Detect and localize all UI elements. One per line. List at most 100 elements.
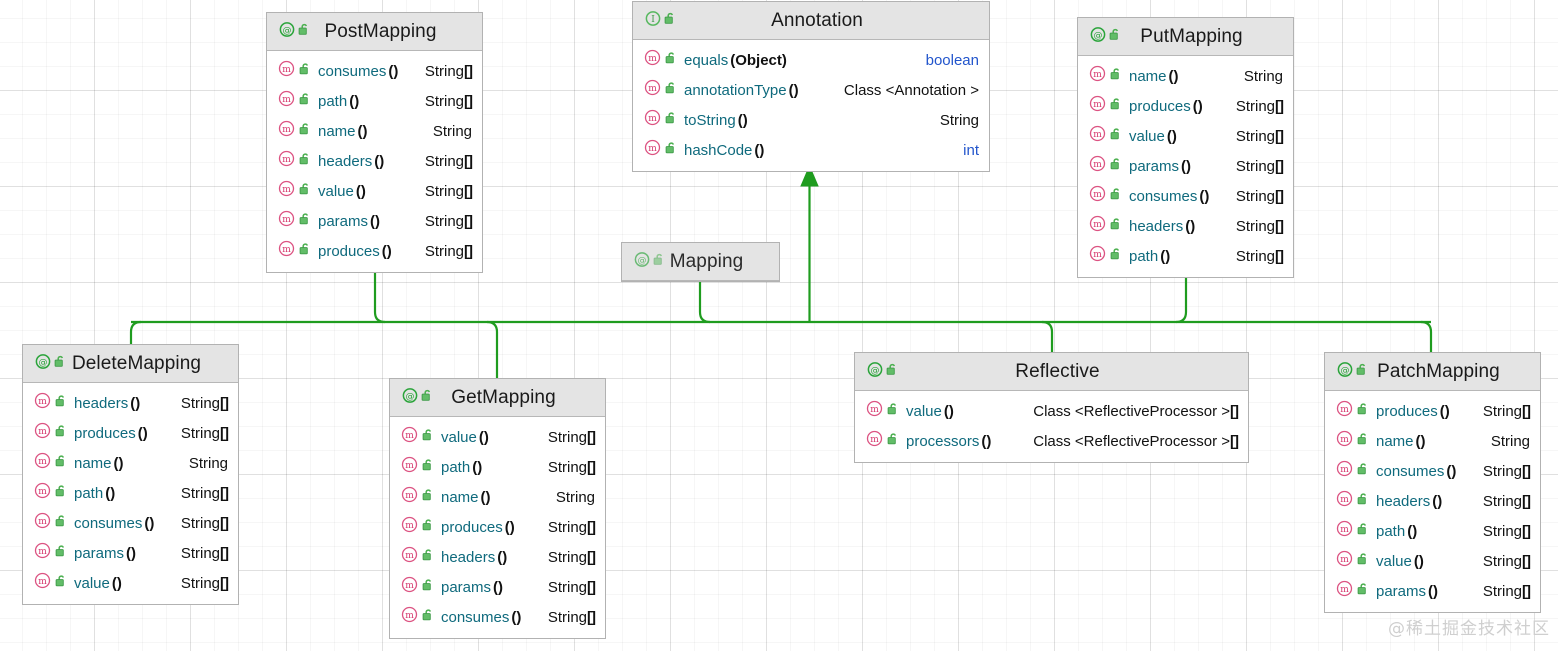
svg-text:@: @ — [406, 392, 415, 402]
array-brackets: [] — [220, 424, 229, 442]
uml-class-post-mapping[interactable]: @ PostMapping m consumes () String[] m — [266, 12, 483, 273]
uml-class-title: PostMapping — [324, 20, 437, 42]
uml-member-row[interactable]: m headers () String[] — [390, 542, 605, 572]
unlocked-public-icon — [299, 152, 311, 171]
uml-member-row[interactable]: m value () String[] — [23, 568, 238, 598]
uml-member-row[interactable]: m consumes () String[] — [1078, 181, 1293, 211]
unlocked-public-icon — [55, 514, 67, 533]
uml-class-header-reflective[interactable]: @ Reflective — [855, 353, 1248, 391]
uml-class-get-mapping[interactable]: @ GetMapping m value () String[] m — [389, 378, 606, 639]
svg-text:m: m — [648, 114, 657, 124]
uml-class-reflective[interactable]: @ Reflective m value () Class <Reflectiv… — [854, 352, 1249, 463]
member-return-type: String[] — [1482, 552, 1531, 570]
member-name: value — [441, 428, 477, 446]
svg-text:m: m — [38, 397, 47, 407]
uml-member-list-post-mapping: m consumes () String[] m path () String[… — [267, 51, 482, 272]
uml-member-row[interactable]: m params () String[] — [390, 572, 605, 602]
uml-member-row[interactable]: m params () String[] — [1325, 576, 1540, 606]
svg-text:m: m — [282, 125, 291, 135]
method-icon: m — [644, 139, 661, 161]
svg-text:m: m — [1340, 495, 1349, 505]
uml-member-row[interactable]: m params () String[] — [23, 538, 238, 568]
uml-member-row[interactable]: m path () String[] — [267, 86, 482, 116]
uml-class-patch-mapping[interactable]: @ PatchMapping m produces () String[] m — [1324, 352, 1541, 613]
uml-member-row[interactable]: m value () String[] — [267, 176, 482, 206]
uml-member-row[interactable]: m path () String[] — [390, 452, 605, 482]
uml-class-title: Reflective — [1015, 360, 1100, 382]
member-name: annotationType — [684, 81, 787, 99]
member-icon-group: m — [278, 210, 311, 232]
uml-member-row[interactable]: m path () String[] — [23, 478, 238, 508]
uml-member-row[interactable]: m equals (Object) boolean — [633, 45, 989, 75]
uml-member-row[interactable]: m value () String[] — [390, 422, 605, 452]
uml-member-list-get-mapping: m value () String[] m path () String[] — [390, 417, 605, 638]
member-icon-group: m — [1089, 155, 1122, 177]
uml-member-row[interactable]: m consumes () String[] — [267, 56, 482, 86]
uml-member-row[interactable]: m name () String — [1325, 426, 1540, 456]
unlocked-public-icon — [298, 22, 310, 41]
uml-member-row[interactable]: m value () String[] — [1078, 121, 1293, 151]
uml-member-row[interactable]: m params () String[] — [267, 206, 482, 236]
method-icon: m — [644, 79, 661, 101]
uml-member-list-annotation: m equals (Object) boolean m annotationTy… — [633, 40, 989, 171]
uml-member-row[interactable]: m path () String[] — [1325, 516, 1540, 546]
member-name: value — [906, 402, 942, 420]
unlocked-public-icon — [422, 518, 434, 537]
uml-member-row[interactable]: m value () String[] — [1325, 546, 1540, 576]
member-params: () — [472, 458, 483, 476]
header-icon-group: @ — [35, 353, 66, 374]
uml-member-row[interactable]: m name () String — [267, 116, 482, 146]
svg-text:@: @ — [1094, 31, 1103, 41]
uml-member-row[interactable]: m value () Class <ReflectiveProcessor >[… — [855, 396, 1248, 426]
uml-member-row[interactable]: m consumes () String[] — [23, 508, 238, 538]
uml-class-delete-mapping[interactable]: @ DeleteMapping m headers () String[] m — [22, 344, 239, 605]
svg-text:m: m — [870, 405, 879, 415]
uml-member-row[interactable]: m consumes () String[] — [390, 602, 605, 632]
svg-text:m: m — [1093, 250, 1102, 260]
uml-member-row[interactable]: m produces () String[] — [23, 418, 238, 448]
uml-member-row[interactable]: m processors () Class <ReflectiveProcess… — [855, 426, 1248, 456]
uml-class-header-get-mapping[interactable]: @ GetMapping — [390, 379, 605, 417]
uml-member-row[interactable]: m annotationType () Class <Annotation > — [633, 75, 989, 105]
unlocked-public-icon — [422, 548, 434, 567]
uml-member-row[interactable]: m produces () String[] — [1078, 91, 1293, 121]
uml-member-row[interactable]: m headers () String[] — [267, 146, 482, 176]
unlocked-public-icon — [665, 51, 677, 70]
member-name: consumes — [441, 608, 510, 626]
uml-member-row[interactable]: m name () String — [1078, 61, 1293, 91]
method-icon: m — [34, 512, 51, 534]
at-annotation-icon: @ — [1337, 361, 1353, 382]
unlocked-public-icon — [55, 574, 67, 593]
member-return-type: String[] — [180, 424, 229, 442]
member-icon-group: m — [34, 392, 67, 414]
array-brackets: [] — [220, 514, 229, 532]
array-brackets: [] — [1522, 402, 1531, 420]
uml-class-header-put-mapping[interactable]: @ PutMapping — [1078, 18, 1293, 56]
uml-member-row[interactable]: m produces () String[] — [267, 236, 482, 266]
uml-member-row[interactable]: m consumes () String[] — [1325, 456, 1540, 486]
uml-member-row[interactable]: m path () String[] — [1078, 241, 1293, 271]
uml-member-row[interactable]: m headers () String[] — [23, 388, 238, 418]
uml-member-row[interactable]: m headers () String[] — [1325, 486, 1540, 516]
uml-class-header-mapping[interactable]: @ Mapping — [622, 243, 779, 281]
uml-member-row[interactable]: m produces () String[] — [390, 512, 605, 542]
uml-class-header-annotation[interactable]: I Annotation — [633, 2, 989, 40]
uml-class-header-patch-mapping[interactable]: @ PatchMapping — [1325, 353, 1540, 391]
uml-class-annotation[interactable]: I Annotation m equals (Object) boolean m — [632, 1, 990, 172]
member-params: () — [480, 488, 491, 506]
uml-member-row[interactable]: m produces () String[] — [1325, 396, 1540, 426]
member-return-type: String — [188, 454, 228, 472]
member-name: name — [441, 488, 479, 506]
uml-member-row[interactable]: m hashCode () int — [633, 135, 989, 165]
method-icon: m — [278, 150, 295, 172]
uml-class-header-delete-mapping[interactable]: @ DeleteMapping — [23, 345, 238, 383]
uml-class-mapping[interactable]: @ Mapping — [621, 242, 780, 282]
uml-class-header-post-mapping[interactable]: @ PostMapping — [267, 13, 482, 51]
array-brackets: [] — [464, 152, 473, 170]
uml-class-put-mapping[interactable]: @ PutMapping m name () String m — [1077, 17, 1294, 278]
uml-member-row[interactable]: m name () String — [23, 448, 238, 478]
uml-member-row[interactable]: m headers () String[] — [1078, 211, 1293, 241]
uml-member-row[interactable]: m toString () String — [633, 105, 989, 135]
uml-member-row[interactable]: m params () String[] — [1078, 151, 1293, 181]
uml-member-row[interactable]: m name () String — [390, 482, 605, 512]
